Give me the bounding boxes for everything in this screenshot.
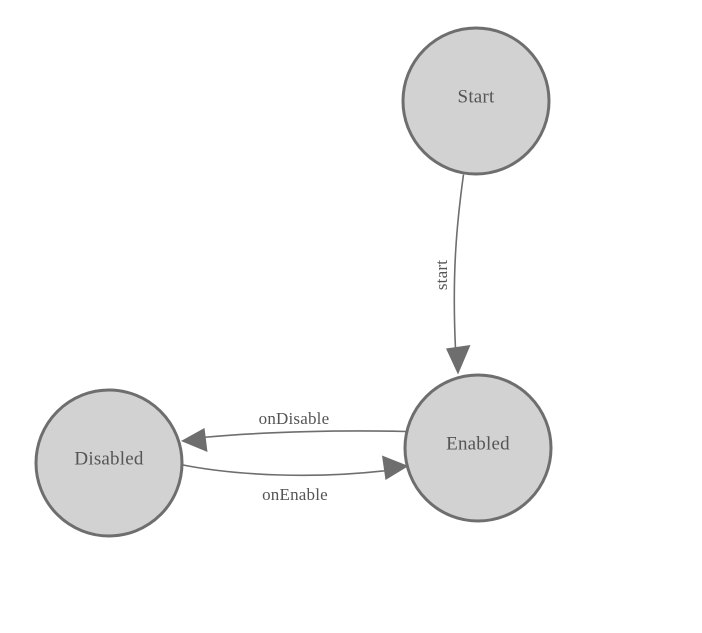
edge-enabled-to-disabled[interactable]: onDisable: [181, 409, 407, 452]
node-disabled-circle: [34, 388, 184, 538]
node-enabled[interactable]: Enabled: [403, 373, 553, 523]
node-enabled-circle: [403, 373, 553, 523]
node-start-circle: [401, 26, 551, 176]
edge-disabled-to-enabled[interactable]: onEnable: [180, 455, 409, 504]
edge-disabled-to-enabled-arrowhead: [382, 455, 409, 480]
node-start-label: Start: [458, 86, 495, 107]
edge-start-to-enabled-path: [453, 174, 465, 350]
node-start[interactable]: Start: [401, 26, 551, 176]
node-disabled-label: Disabled: [74, 448, 143, 469]
node-enabled-label: Enabled: [446, 433, 510, 454]
edge-disabled-to-enabled-path: [180, 463, 388, 477]
node-disabled[interactable]: Disabled: [34, 388, 184, 538]
edge-start-to-enabled-label: start: [432, 260, 451, 290]
edge-enabled-to-disabled-path: [201, 430, 407, 439]
edge-enabled-to-disabled-arrowhead: [181, 428, 208, 452]
edge-disabled-to-enabled-label: onEnable: [262, 485, 328, 504]
edge-start-to-enabled[interactable]: start: [432, 174, 471, 375]
edge-start-to-enabled-arrowhead: [446, 345, 471, 375]
edge-enabled-to-disabled-label: onDisable: [259, 409, 330, 428]
